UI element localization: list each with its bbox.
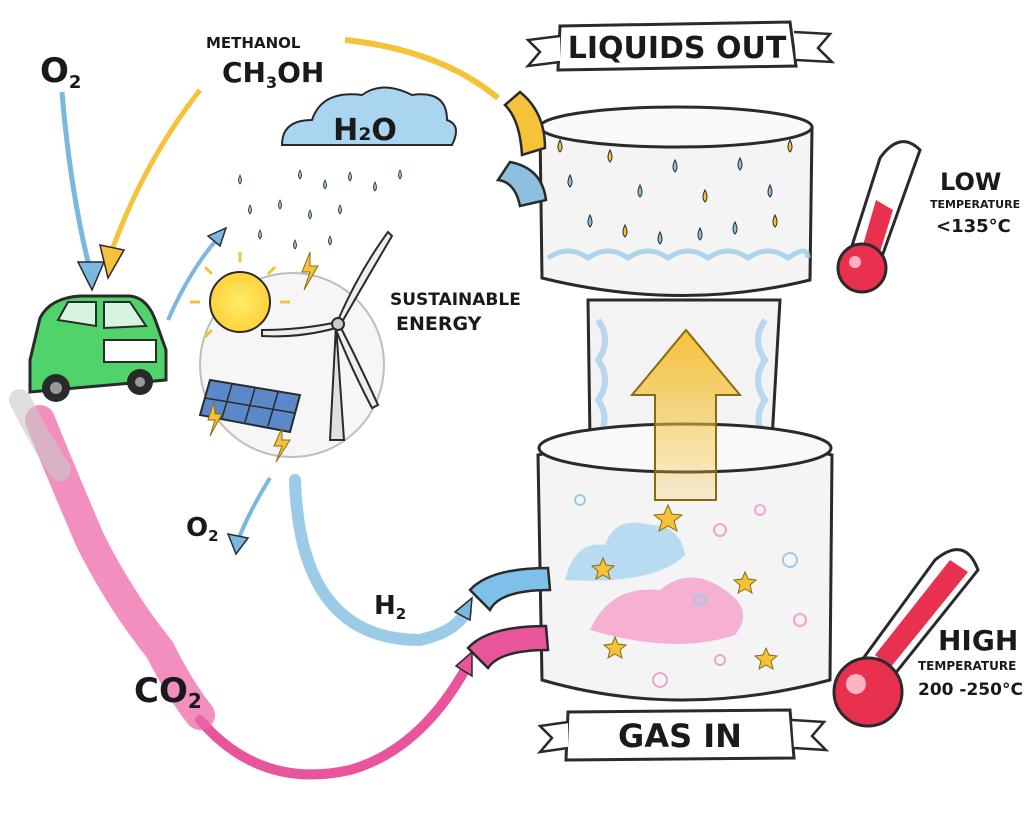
low-temp-subtitle: TEMPERATURE (930, 198, 1020, 211)
sun-rays (190, 252, 290, 339)
low-temp-value: <135°C (936, 216, 1011, 237)
sustainable-energy-sphere (190, 230, 394, 463)
arrow-o2-to-car (59, 91, 106, 292)
methanol-formula-label: CH3OH (222, 56, 324, 92)
o2-mid-label: O2 (186, 513, 219, 545)
lightning-icons (207, 251, 319, 463)
rain-drops (238, 169, 402, 250)
co2-label: CO2 (134, 671, 202, 713)
h2o-label: H₂O (333, 113, 397, 148)
solar-panel-icon (198, 378, 302, 434)
arrow-reactor-methanol-loop (344, 37, 500, 101)
co2-exhaust-plume (9, 389, 215, 730)
low-temp-title: LOW (940, 168, 1001, 196)
sustainable-energy-line1: SUSTAINABLE (390, 290, 521, 310)
car-icon (28, 294, 168, 402)
arrow-car-exhaust-up (166, 226, 228, 321)
upper-tank-cloud-bottom (546, 248, 811, 262)
h2-label: H2 (374, 591, 406, 623)
methanol-name-label: METHANOL (206, 34, 301, 52)
sustainable-energy-line2: ENERGY (396, 313, 482, 335)
arrow-o2-out-down (226, 476, 272, 556)
o2-top-label: O2 (40, 51, 81, 93)
reactor (536, 105, 834, 702)
pipe-methanol-out (503, 90, 547, 157)
lower-tank-bubbles (574, 494, 807, 688)
wind-turbine-icon (261, 230, 394, 441)
neck-clouds-right (755, 318, 770, 442)
arrow-h2-to-reactor (289, 474, 473, 647)
upper-tank-rim (538, 105, 814, 149)
arrow-methanol-to-car (98, 88, 202, 281)
pipe-h2-in (468, 566, 552, 613)
thermometer-high-icon (832, 548, 980, 728)
h2o-cloud: H₂O (280, 86, 457, 148)
pipe-co2-in (466, 624, 550, 670)
banner-gas-in-text: GAS IN (618, 717, 742, 755)
lower-tank-stars (590, 503, 779, 671)
high-temp-title: HIGH (938, 624, 1018, 657)
sun-icon (209, 271, 271, 333)
arrow-co2-to-reactor (195, 650, 473, 780)
thermometer-low-icon (836, 140, 922, 294)
high-temp-subtitle: TEMPERATURE (918, 659, 1016, 673)
banner-gas-in: GAS IN (536, 708, 830, 762)
reactor-upper-tank (538, 126, 814, 298)
neck-clouds-left (593, 318, 608, 442)
pipe-water-out (495, 160, 548, 208)
high-temp-value: 200 -250°C (918, 680, 1023, 700)
reactor-upward-arrow (629, 328, 743, 501)
banner-liquids-out: LIQUIDS OUT (524, 20, 836, 72)
banner-liquids-out-text: LIQUIDS OUT (568, 31, 787, 66)
lower-tank-pink-cloud (590, 577, 743, 644)
upper-tank-droplets (557, 138, 793, 245)
